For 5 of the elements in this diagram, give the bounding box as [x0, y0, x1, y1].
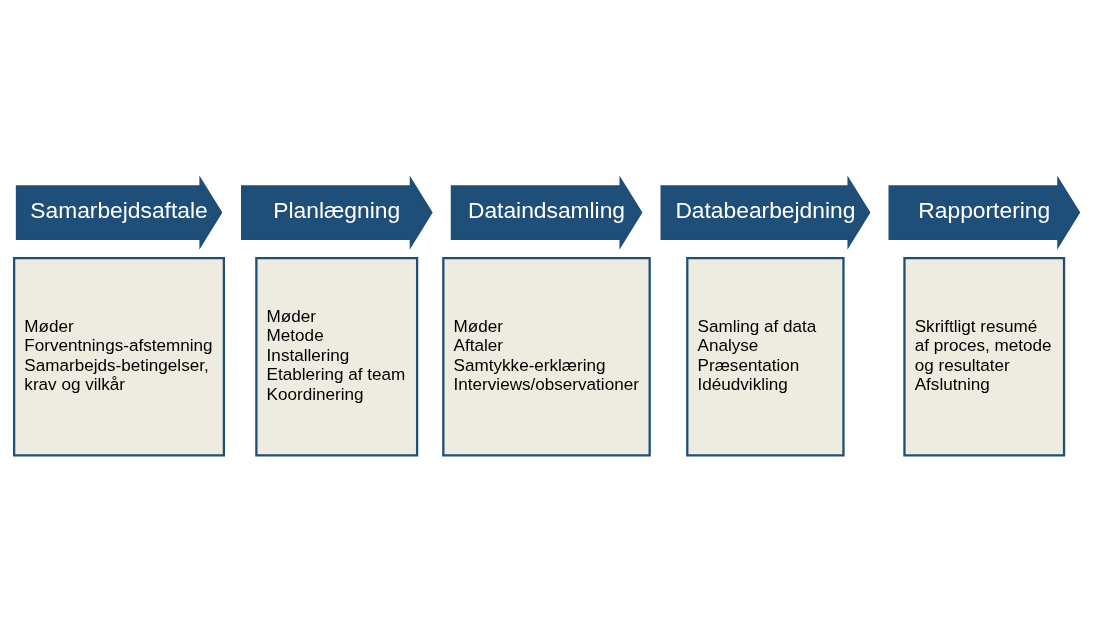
node-box: Samling af data Analyse Præsentation Idéudvikling	[686, 256, 845, 457]
node-box: Møder Forventnings-afstemning Samarbejds-betingelser, krav og vilkår	[12, 256, 225, 457]
node-box: Møder Metode Installering Etablering af team Koordinering	[255, 256, 419, 457]
node-box: Møder Aftaler Samtykke-erklæring Interviews/observationer	[442, 256, 651, 457]
node-box: Skriftligt resumé af proces, metode og resultater Afslutning	[903, 256, 1066, 457]
